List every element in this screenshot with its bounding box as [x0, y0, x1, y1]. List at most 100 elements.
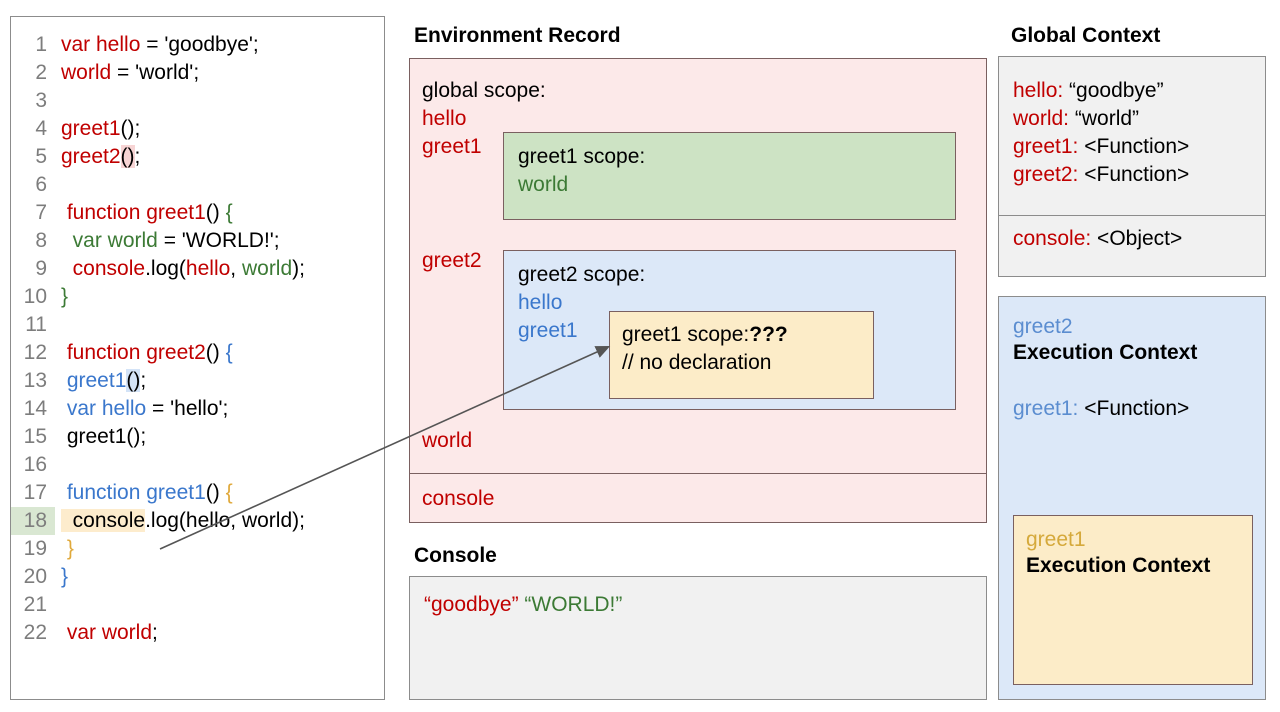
code-token: = 'goodbye';: [140, 33, 259, 56]
code-line-text: function greet2() {: [55, 339, 233, 367]
code-line-number: 21: [23, 593, 47, 616]
code-token: (): [120, 145, 135, 168]
global-context-row: world: “world”: [1013, 107, 1139, 131]
global-context-key: greet1:: [1013, 135, 1079, 158]
code-token: hello: [185, 257, 231, 280]
code-token: }: [61, 537, 74, 560]
code-token: function greet2: [61, 341, 206, 364]
console-output-token: “WORLD!”: [518, 593, 623, 616]
code-line-text: greet1();: [55, 115, 140, 143]
console-output-token: “goodbye”: [424, 593, 519, 616]
code-line-text: greet1();: [55, 367, 146, 395]
code-line-text: console.log(hello, world);: [55, 255, 305, 283]
greet2-scope-var-hello: hello: [518, 291, 563, 314]
code-line: 19 }: [11, 535, 384, 563]
code-token: var world: [61, 621, 153, 644]
global-context-key: console:: [1013, 227, 1092, 250]
global-context-row: greet1: <Function>: [1013, 135, 1189, 159]
code-line-number: 6: [35, 173, 47, 196]
code-line-number: 4: [35, 117, 47, 140]
code-line-number: 11: [25, 313, 47, 336]
environment-record-heading: Environment Record: [414, 24, 621, 47]
code-line-number: 18: [11, 507, 55, 535]
env-var-world: world: [422, 429, 473, 452]
code-token: ();: [120, 117, 141, 140]
code-line-number: 1: [35, 33, 47, 56]
greet2-ec-value: <Function>: [1078, 397, 1190, 420]
nested-greet1-scope-box: greet1 scope:??? // no declaration: [609, 311, 874, 399]
greet2-scope-box: greet2 scope: hello greet1 greet1 scope:…: [503, 250, 956, 410]
code-line: 22 var world;: [11, 619, 384, 647]
global-context-object-row: console: <Object>: [1013, 227, 1182, 251]
global-context-key: world:: [1013, 107, 1070, 130]
code-line: 15 greet1();: [11, 423, 384, 451]
code-line: 9 console.log(hello, world);: [11, 255, 384, 283]
global-context-key: greet2:: [1013, 163, 1079, 186]
code-token: var hello: [61, 397, 147, 420]
code-token: }: [61, 565, 69, 588]
global-context-value: <Function>: [1078, 163, 1190, 186]
code-line-text: world = 'world';: [55, 59, 199, 87]
code-line: 8 var world = 'WORLD!';: [11, 227, 384, 255]
code-line-text: var hello = 'goodbye';: [55, 31, 259, 59]
global-context-heading: Global Context: [1011, 24, 1161, 47]
code-token: function greet1: [61, 201, 206, 224]
greet1-execution-context-name: greet1: [1026, 528, 1086, 551]
code-token: = 'world';: [111, 61, 200, 84]
code-token: var hello: [61, 33, 141, 56]
code-token: console: [61, 257, 146, 280]
greet1-scope-box: greet1 scope: world: [503, 132, 956, 220]
greet2-execution-context-row: greet1: <Function>: [1013, 397, 1189, 421]
global-context-value: “goodbye”: [1063, 79, 1164, 102]
env-var-console: console: [422, 487, 495, 510]
code-line: 11: [11, 311, 384, 339]
greet2-execution-context-title: Execution Context: [1013, 341, 1198, 364]
code-line-list: 1 var hello = 'goodbye'; 2 world = 'world';…: [11, 17, 384, 647]
code-line-number: 3: [35, 89, 47, 112]
code-token: ;: [152, 621, 158, 644]
code-line: 10}: [11, 283, 384, 311]
code-line: 16: [11, 451, 384, 479]
code-token: console: [61, 509, 146, 532]
env-var-greet1: greet1: [422, 135, 482, 158]
code-line-number: 13: [23, 369, 47, 392]
greet2-execution-context-name: greet2: [1013, 315, 1073, 338]
code-line-number: 9: [35, 257, 47, 280]
global-scope-label: global scope:: [422, 79, 546, 102]
code-line-number: 19: [23, 537, 47, 560]
code-token: = 'WORLD!';: [157, 229, 280, 252]
code-token: (): [205, 481, 226, 504]
code-token: .log(hello, world);: [145, 509, 305, 532]
code-line-number: 15: [23, 425, 47, 448]
code-line-number: 14: [23, 397, 47, 420]
code-token: ;: [140, 369, 147, 392]
code-line: 6: [11, 171, 384, 199]
console-heading: Console: [414, 544, 497, 567]
code-token: greet1: [61, 369, 127, 392]
env-divider: [410, 473, 986, 474]
code-token: {: [225, 481, 233, 504]
greet1-scope-var-world: world: [518, 173, 569, 196]
code-token: var world: [61, 229, 158, 252]
console-panel: “goodbye” “WORLD!”: [409, 576, 987, 700]
code-line-number: 10: [23, 285, 47, 308]
code-line-number: 16: [23, 453, 47, 476]
code-line-number: 2: [35, 61, 47, 84]
code-token: (): [126, 369, 141, 392]
code-line-text: }: [55, 563, 68, 591]
code-token: function greet1: [61, 481, 206, 504]
code-line: 1 var hello = 'goodbye';: [11, 31, 384, 59]
code-line-text: }: [55, 535, 74, 563]
code-token: ,: [230, 257, 242, 280]
env-var-hello: hello: [422, 107, 467, 130]
global-context-divider: [999, 215, 1265, 216]
greet2-scope-title: greet2 scope:: [518, 263, 646, 286]
code-line-text: function greet1() {: [55, 199, 233, 227]
code-line: 4 greet1();: [11, 115, 384, 143]
nested-greet1-scope-title: greet1 scope:???: [622, 323, 788, 346]
code-token: (): [205, 201, 226, 224]
code-line: 14 var hello = 'hello';: [11, 395, 384, 423]
code-line: 7 function greet1() {: [11, 199, 384, 227]
